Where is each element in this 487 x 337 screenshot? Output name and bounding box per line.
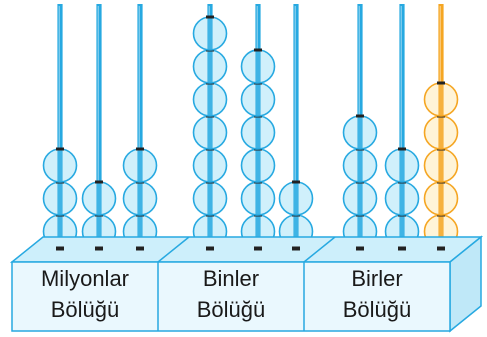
bead-rod-5-3 <box>255 149 261 182</box>
section-label-ones-line2: Bölüğü <box>342 297 412 322</box>
bead-rod-7-4 <box>357 116 363 149</box>
bead-rod-4-4 <box>207 116 213 149</box>
bead-cap-8-3 <box>398 147 406 151</box>
rod-8 <box>399 4 405 249</box>
bead-rod-5-5 <box>255 83 261 116</box>
section-label-ones-line1: Birler <box>351 266 403 291</box>
bead-cap-3-3 <box>136 147 144 151</box>
bead-rod-4-2 <box>207 182 213 215</box>
bead-rod-4-5 <box>207 83 213 116</box>
bead-rod-4-7 <box>207 17 213 50</box>
bead-rod-7-3 <box>357 149 363 182</box>
section-label-millions-line1: Milyonlar <box>40 266 130 291</box>
bead-rod-3-3 <box>137 149 143 182</box>
rod-foot-top-5 <box>254 246 262 251</box>
rod-foot-top-6 <box>292 246 300 251</box>
bead-rod-5-6 <box>255 50 261 83</box>
bead-rod-6-1 <box>293 215 299 248</box>
bead-cap-2-2 <box>95 180 103 184</box>
bead-rod-9-3 <box>438 149 444 182</box>
bead-rod-6-2 <box>293 182 299 215</box>
bead-rod-9-4 <box>438 116 444 149</box>
section-label-thousands-line2: Bölüğü <box>196 297 266 322</box>
bead-rod-1-1 <box>57 215 63 248</box>
bead-cap-7-4 <box>356 114 364 118</box>
bead-rod-3-2 <box>137 182 143 215</box>
rod-foot-top-1 <box>56 246 64 251</box>
bead-rod-5-4 <box>255 116 261 149</box>
bead-cap-9-5 <box>437 81 445 85</box>
bead-cap-5-6 <box>254 48 262 52</box>
box-top-divider-2 <box>303 236 336 263</box>
bead-rod-9-5 <box>438 83 444 116</box>
rod-foot-top-3 <box>136 246 144 251</box>
bead-rod-8-3 <box>399 149 405 182</box>
rod-foot-top-2 <box>95 246 103 251</box>
bead-cap-6-2 <box>292 180 300 184</box>
bead-rod-2-1 <box>96 215 102 248</box>
bead-rod-4-3 <box>207 149 213 182</box>
bead-rod-5-1 <box>255 215 261 248</box>
box-top-divider-1 <box>157 236 190 263</box>
rod-2 <box>96 4 102 249</box>
bead-rod-7-1 <box>357 215 363 248</box>
rod-foot-top-7 <box>356 246 364 251</box>
rod-6 <box>293 4 299 249</box>
section-label-ones: Birler Bölüğü <box>304 263 450 325</box>
bead-rod-4-6 <box>207 50 213 83</box>
bead-cap-4-7 <box>206 15 214 19</box>
bead-rod-5-2 <box>255 182 261 215</box>
bead-rod-3-1 <box>137 215 143 248</box>
bead-rod-1-3 <box>57 149 63 182</box>
section-label-thousands-line1: Binler <box>202 266 260 291</box>
section-label-thousands: Binler Bölüğü <box>158 263 304 325</box>
section-label-millions-line2: Bölüğü <box>50 297 120 322</box>
rod-foot-top-4 <box>206 246 214 251</box>
bead-cap-1-3 <box>56 147 64 151</box>
bead-rod-8-2 <box>399 182 405 215</box>
bead-rod-4-1 <box>207 215 213 248</box>
section-label-millions: Milyonlar Bölüğü <box>12 263 158 325</box>
bead-rod-9-1 <box>438 215 444 248</box>
rod-3 <box>137 4 143 249</box>
bead-rod-8-1 <box>399 215 405 248</box>
rod-foot-top-8 <box>398 246 406 251</box>
box-front <box>11 261 451 332</box>
box-top <box>9 236 484 263</box>
bead-rod-1-2 <box>57 182 63 215</box>
rod-foot-top-9 <box>437 246 445 251</box>
bead-rod-7-2 <box>357 182 363 215</box>
rod-1 <box>57 4 63 249</box>
bead-rod-9-2 <box>438 182 444 215</box>
bead-rod-2-2 <box>96 182 102 215</box>
